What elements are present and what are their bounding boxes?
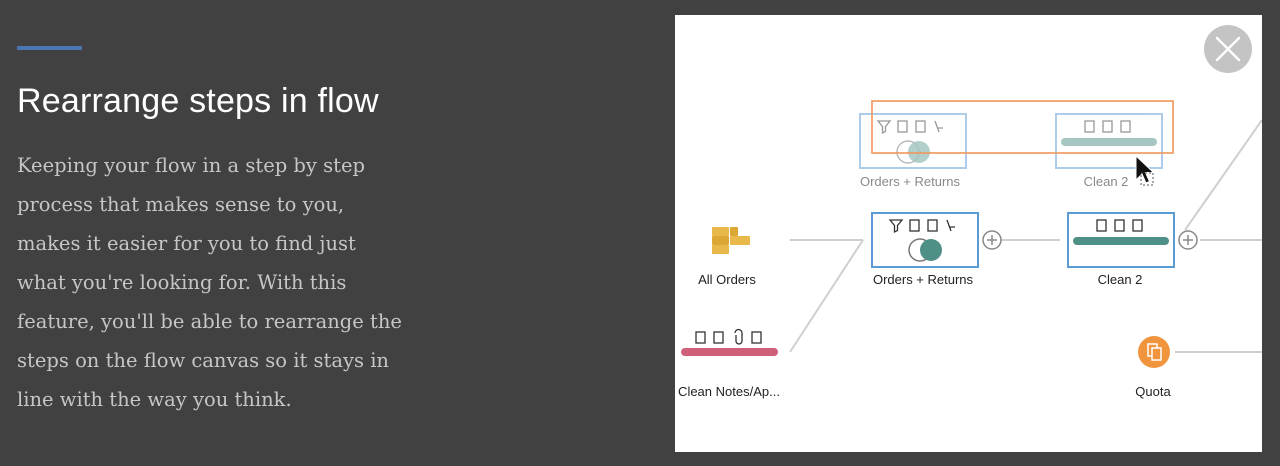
step-label-clean-2: Clean 2 [1097,272,1143,287]
plus-circle-icon[interactable] [982,230,1002,250]
ghost-label-clean-2: Clean 2 [1083,174,1129,189]
step-clean-notes[interactable] [681,328,778,357]
step-clean-2[interactable] [1067,212,1175,268]
accent-bar [17,46,82,50]
stacked-bricks-icon [712,227,750,254]
connector-clean-notes [789,239,864,353]
ghost-step-orders-returns [859,113,967,169]
output-file-icon [1138,336,1170,368]
step-label-all-orders: All Orders [698,272,756,287]
ghost-step-clean-2 [1055,113,1163,169]
join-venn-icon [908,238,942,262]
close-icon [1215,36,1241,62]
step-label-quota: Quota [1135,384,1171,399]
flow-canvas [681,100,1262,368]
close-button[interactable] [1204,25,1252,73]
step-label-orders-returns: Orders + Returns [872,272,974,287]
selection-rectangle [871,100,1174,154]
mouse-pointer-icon [1135,154,1155,186]
flow-preview: Orders + Returns Clean 2 All Orders Orde… [675,15,1262,452]
connector-clean-up [1184,119,1262,231]
ghost-steps [859,113,1163,169]
feature-description: Keeping your flow in a step by step proc… [17,154,402,411]
page-title: Rearrange steps in flow [17,82,379,120]
step-label-clean-notes: Clean Notes/Ap... [678,384,780,399]
plus-circle-icon[interactable] [1178,230,1198,250]
ghost-label-orders-returns: Orders + Returns [859,174,961,189]
step-orders-returns[interactable] [871,212,979,268]
